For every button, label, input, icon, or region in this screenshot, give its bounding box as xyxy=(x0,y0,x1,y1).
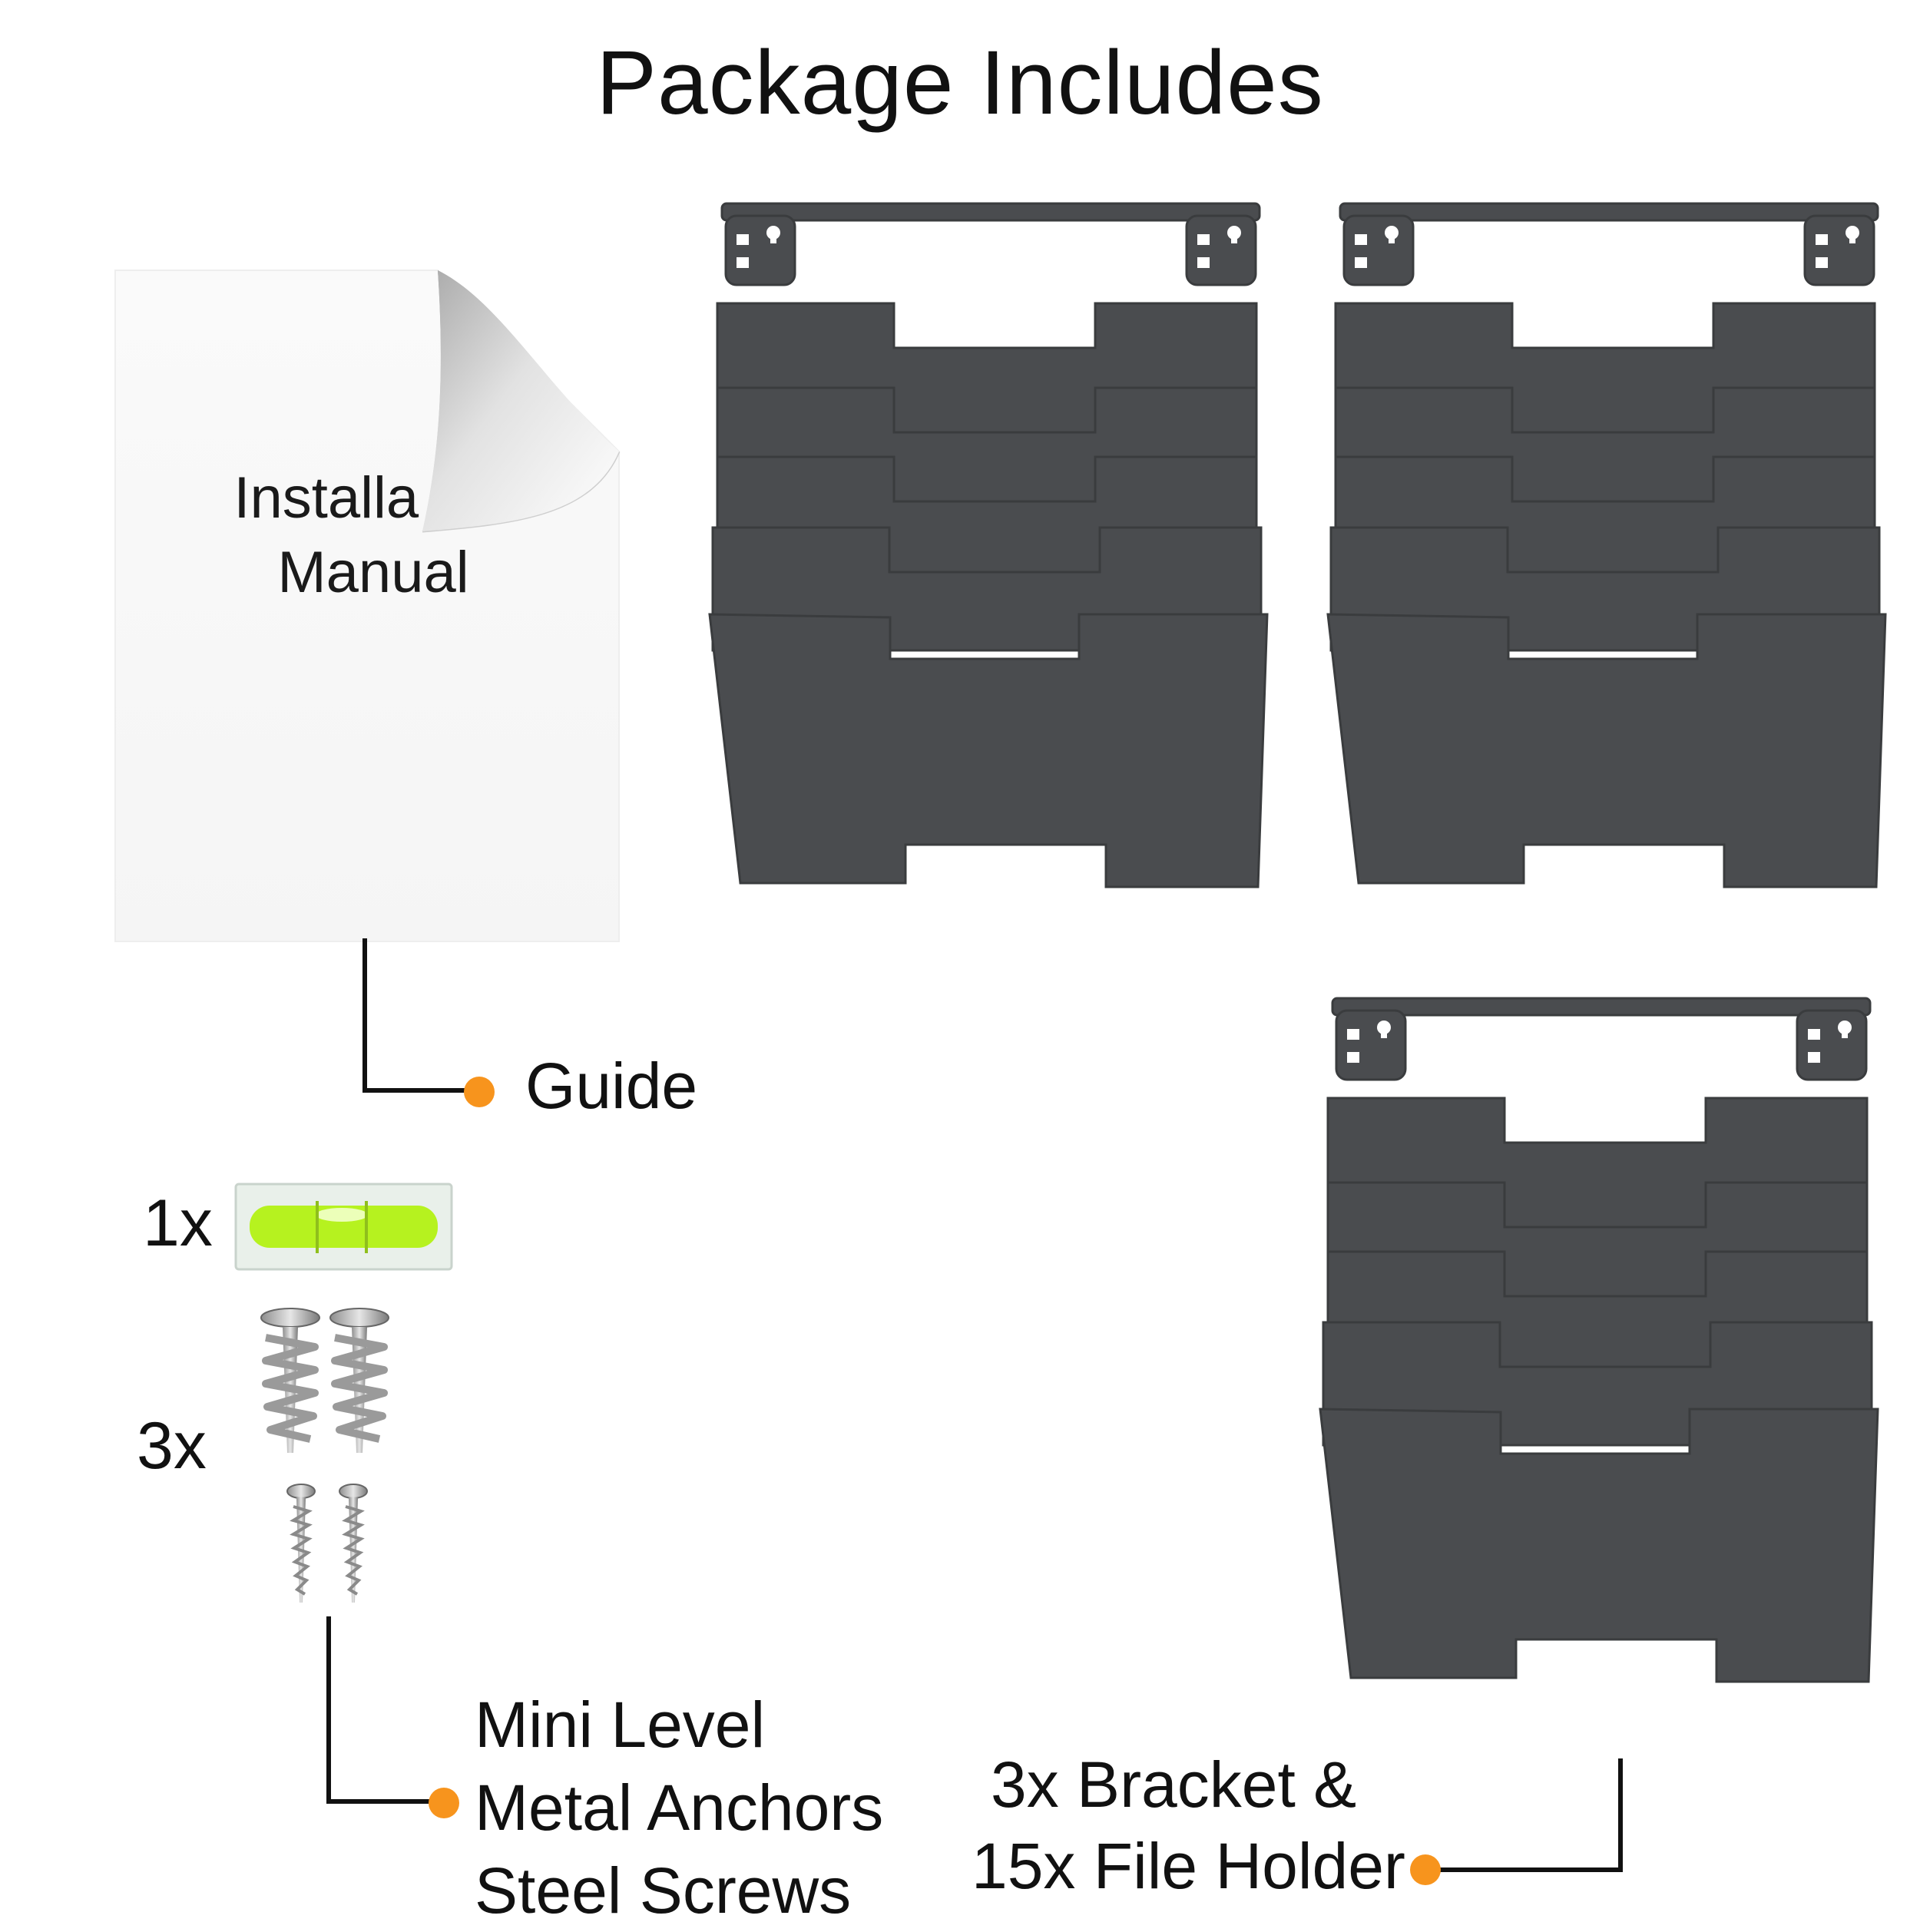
mount-hole xyxy=(737,234,749,245)
file-holder-front-tray xyxy=(708,613,1269,888)
mount-hole xyxy=(737,257,749,268)
steel-screw-icon xyxy=(339,1484,368,1603)
mount-hole xyxy=(1197,257,1210,268)
hardware-dot xyxy=(429,1788,459,1818)
wall-bracket xyxy=(1331,997,1872,1081)
mount-hole xyxy=(1808,1029,1820,1040)
bracket-label-line1: 3x Bracket & xyxy=(991,1748,1357,1821)
keyhole-slot xyxy=(1231,233,1237,243)
mount-hole xyxy=(1355,257,1367,268)
keyhole-slot xyxy=(1389,233,1395,243)
mount-hole xyxy=(1347,1052,1359,1063)
wall-bracket xyxy=(1339,202,1879,286)
hardware-labels: Mini Level Metal Anchors Steel Screws xyxy=(475,1683,883,1932)
metal-anchor-icon xyxy=(260,1308,320,1453)
file-holder-front-tray xyxy=(1319,1408,1879,1683)
mount-hole xyxy=(1197,234,1210,245)
metal-anchor-icon xyxy=(329,1308,389,1453)
mount-hole xyxy=(1355,234,1367,245)
keyhole-slot xyxy=(1849,233,1855,243)
bracket-rail xyxy=(1331,997,1872,1017)
file-holder-set-icon xyxy=(1319,997,1879,1683)
file-holder-set-icon xyxy=(708,202,1269,888)
keyhole-slot xyxy=(770,233,776,243)
manual-line2: Manual xyxy=(277,540,469,606)
keyhole-slot xyxy=(1381,1027,1387,1038)
hardware-label-steel-screws: Steel Screws xyxy=(475,1854,852,1927)
steel-screw-icon xyxy=(286,1484,316,1603)
mount-hole xyxy=(1808,1052,1820,1063)
bracket-label-line2: 15x File Holder xyxy=(972,1830,1405,1902)
anchors-quantity: 3x xyxy=(137,1409,207,1483)
manual-line1: Installation xyxy=(233,465,513,531)
hardware-label-mini-level: Mini Level xyxy=(475,1689,766,1761)
keyhole-slot xyxy=(1842,1027,1848,1038)
mount-hole xyxy=(1816,257,1828,268)
bracket-dot xyxy=(1410,1854,1441,1885)
bracket-rail xyxy=(1339,202,1879,222)
file-holder-set-icon xyxy=(1326,202,1887,888)
mount-hole xyxy=(1347,1029,1359,1040)
wall-bracket xyxy=(720,202,1261,286)
bracket-rail xyxy=(720,202,1261,222)
level-quantity: 1x xyxy=(143,1186,213,1260)
file-holder-front-tray xyxy=(1326,613,1887,888)
mount-hole xyxy=(1816,234,1828,245)
mini-level-icon xyxy=(234,1183,453,1271)
manual-title: Installation Manual xyxy=(181,461,565,610)
guide-label: Guide xyxy=(525,1050,698,1122)
guide-dot xyxy=(464,1077,495,1107)
hardware-label-metal-anchors: Metal Anchors xyxy=(475,1772,884,1844)
page-title: Package Includes xyxy=(596,32,1324,134)
page-curl xyxy=(422,270,619,531)
